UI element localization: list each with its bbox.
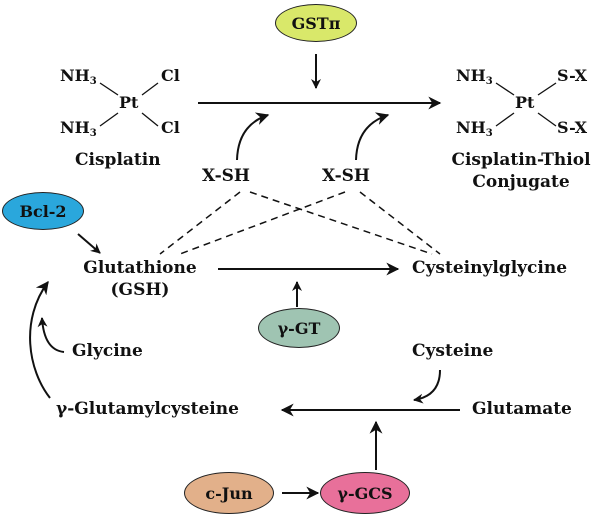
dashed-links bbox=[159, 191, 441, 255]
bcl2-node: Bcl-2 bbox=[2, 192, 84, 230]
arrow-cysteine-joins bbox=[413, 369, 441, 404]
glutamylcysteine-label: γ-Glutamylcysteine bbox=[56, 399, 239, 419]
xsh-right-label: X-SH bbox=[322, 166, 370, 186]
arrow-glycine-joins bbox=[37, 317, 65, 353]
cisplatin-pt: Pt bbox=[119, 93, 139, 112]
glutathione-label: Glutathione bbox=[83, 258, 197, 278]
gammagcs-node: γ-GCS bbox=[320, 472, 410, 514]
cisplatin-bonds bbox=[99, 82, 159, 127]
cisplatin-nh3-bottom: NH3 bbox=[60, 118, 97, 139]
gammagt-node: γ-GT bbox=[258, 308, 340, 348]
conjugate-sx-bottom: S-X bbox=[557, 118, 588, 137]
cysteine-label: Cysteine bbox=[412, 341, 494, 361]
conjugate-sx-top: S-X bbox=[557, 66, 588, 85]
conjugate-nh3-bottom: NH3 bbox=[456, 118, 493, 139]
glutamate-label: Glutamate bbox=[472, 399, 572, 419]
conjugate-nh3-top: NH3 bbox=[456, 66, 493, 87]
cisplatin-cl-bottom: Cl bbox=[161, 118, 180, 137]
conjugate-label-line2: Conjugate bbox=[472, 172, 570, 192]
cjun-node: c-Jun bbox=[184, 472, 274, 514]
cisplatin-nh3-top: NH3 bbox=[60, 66, 97, 87]
arrow-bcl2-to-gsh bbox=[77, 233, 101, 254]
cisplatin-label: Cisplatin bbox=[75, 150, 161, 170]
glycine-label: Glycine bbox=[72, 341, 143, 361]
arrow-xsh-left-curve bbox=[236, 112, 270, 161]
gsh-label: (GSH) bbox=[110, 280, 170, 300]
arrow-glutamylcysteine-to-gsh bbox=[29, 280, 51, 399]
cisplatin-cl-top: Cl bbox=[161, 66, 180, 85]
arrow-xsh-right-curve bbox=[355, 112, 390, 161]
xsh-left-label: X-SH bbox=[202, 166, 250, 186]
conjugate-pt: Pt bbox=[515, 93, 535, 112]
gstpi-node: GSTπ bbox=[275, 4, 357, 42]
conjugate-label-line1: Cisplatin-Thiol bbox=[451, 150, 591, 170]
conjugate-bonds bbox=[495, 82, 557, 127]
cysteinylglycine-label: Cysteinylglycine bbox=[412, 258, 568, 278]
